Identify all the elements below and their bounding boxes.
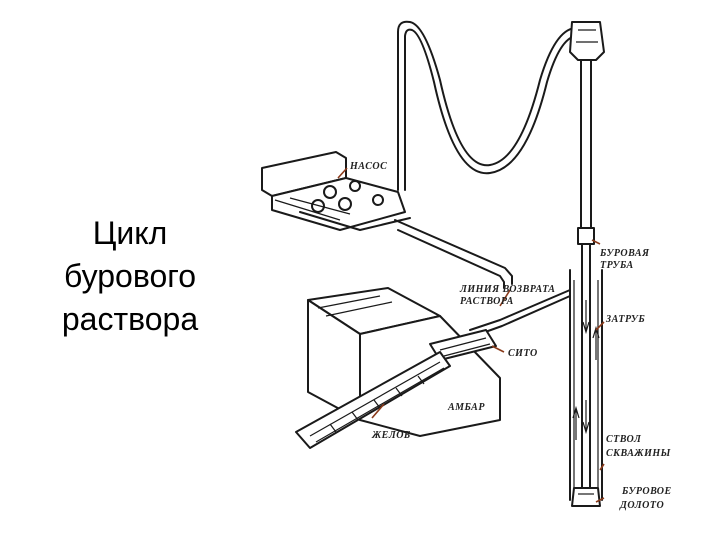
suction-line — [394, 219, 513, 289]
label-arrows — [337, 167, 605, 503]
label-pump: НАСОС — [349, 161, 387, 172]
drill-bit — [571, 487, 601, 507]
label-trough: ЖЕЛОБ — [371, 430, 411, 441]
drill-pipe — [577, 227, 595, 489]
label-drill-pipe-2: ТРУБА — [600, 260, 634, 271]
swivel-head — [569, 21, 605, 61]
wellbore — [569, 269, 603, 501]
label-return-line-2: РАСТВОРА — [460, 296, 514, 307]
label-bit-2: ДОЛОТО — [619, 500, 664, 511]
label-wellbore-2: СКВАЖИНЫ — [606, 448, 671, 459]
label-wellbore-1: СТВОЛ — [606, 434, 642, 445]
label-return-line-1: ЛИНИЯ ВОЗВРАТА — [459, 284, 555, 295]
label-annulus: ЗАТРУБ — [605, 314, 645, 325]
slide-title-line-2: бурового — [63, 258, 197, 294]
slide-title: Цикл бурового раствора — [30, 212, 230, 341]
trough — [295, 351, 451, 449]
label-drill-pipe-1: БУРОВАЯ — [599, 248, 650, 259]
label-screen: СИТО — [508, 348, 538, 359]
swivel-hose — [397, 20, 589, 191]
label-pit: АМБАР — [447, 402, 485, 413]
slide-title-line-1: Цикл — [92, 215, 168, 251]
label-bit-1: БУРОВОЕ — [621, 486, 672, 497]
slide-title-line-3: раствора — [61, 301, 199, 337]
pump — [261, 151, 411, 231]
kelly — [580, 59, 592, 231]
